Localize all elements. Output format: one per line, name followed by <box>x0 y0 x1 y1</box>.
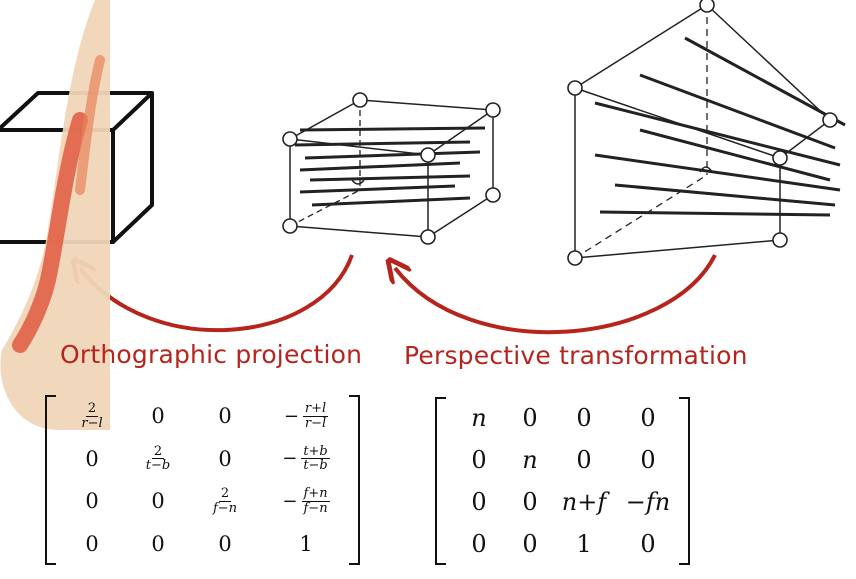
fraction-denominator: f−n <box>212 500 238 516</box>
minus-sign: − <box>282 448 298 470</box>
matrix-bracket-left <box>45 395 56 565</box>
matrix-cell: 0 <box>522 404 537 432</box>
matrix-value: −fn <box>625 488 671 516</box>
matrix-value: 0 <box>151 404 165 429</box>
matrix-cell: 0 <box>471 446 486 474</box>
matrix-cell: 0 <box>218 532 231 556</box>
box-volume-icon <box>282 92 501 245</box>
matrix-value: 0 <box>576 404 592 432</box>
matrix-value: n <box>522 446 538 474</box>
matrix-cell: n+f <box>562 488 606 516</box>
matrix-bracket-right <box>679 397 690 565</box>
matrix-cell: −fn <box>626 488 670 516</box>
matrix-cell: 0 <box>151 532 164 556</box>
fraction-numerator: 2 <box>218 486 232 502</box>
matrix-value: 0 <box>85 446 99 471</box>
matrix-cell: 0 <box>640 404 655 432</box>
perspective-matrix: n 0 0 0 0 n 0 0 0 0 n+f −fn 0 0 1 0 <box>435 397 690 565</box>
fraction-denominator: f−n <box>303 500 328 516</box>
matrix-value: 0 <box>218 446 232 471</box>
perspective-transformation-label: Perspective transformation <box>404 341 748 370</box>
fraction-numerator: t+b <box>301 443 330 460</box>
matrix-value: 0 <box>576 446 592 474</box>
matrix-cell: 1 <box>299 532 312 556</box>
matrix-value: 1 <box>576 530 592 558</box>
fraction-numerator: f+n <box>301 486 330 502</box>
fraction-denominator: t−b <box>145 458 171 474</box>
matrix-value: 0 <box>85 531 99 556</box>
frustum-icon <box>567 0 846 266</box>
matrix-value: n+f <box>561 488 607 516</box>
matrix-value: 0 <box>151 489 165 514</box>
fraction-numerator: r+l <box>302 401 329 417</box>
matrix-value: 0 <box>471 530 487 558</box>
matrix-cell: 0 <box>471 488 486 516</box>
matrix-cell: 0 <box>85 489 98 513</box>
matrix-value: 0 <box>471 488 487 516</box>
matrix-value: 0 <box>471 446 487 474</box>
matrix-bracket-right <box>349 395 360 565</box>
matrix-value: 1 <box>299 531 313 556</box>
matrix-cell: n <box>522 446 537 474</box>
matrix-cell: 0 <box>151 404 164 428</box>
presenter-hand <box>0 0 110 430</box>
matrix-value: 0 <box>640 530 656 558</box>
matrix-cell: 0 <box>151 489 164 513</box>
matrix-cell: 0 <box>640 530 655 558</box>
minus-sign: − <box>282 490 298 512</box>
matrix-cell: 0 <box>576 404 591 432</box>
matrix-cell: 0 <box>576 446 591 474</box>
fraction-denominator: t−b <box>303 458 328 474</box>
matrix-cell: 1 <box>576 530 591 558</box>
fraction-denominator: r−l <box>304 415 327 431</box>
fraction-numerator: 2 <box>85 401 99 417</box>
fraction-numerator: 2 <box>151 443 165 460</box>
matrix-value: 0 <box>522 530 538 558</box>
matrix-value: 0 <box>85 489 99 514</box>
curved-arrow-icon <box>80 255 354 333</box>
fraction-denominator: r−l <box>81 415 103 431</box>
matrix-cell: 0 <box>218 404 231 428</box>
matrix-cell: 0 <box>85 447 98 471</box>
matrix-cell: 0 <box>640 446 655 474</box>
matrix-value: 0 <box>522 488 538 516</box>
matrix-cell: 0 <box>471 530 486 558</box>
matrix-cell: 0 <box>85 532 98 556</box>
matrix-value: 0 <box>640 446 656 474</box>
matrix-cell: n <box>471 404 486 432</box>
orthographic-projection-label: Orthographic projection <box>60 340 363 369</box>
matrix-bracket-left <box>435 397 446 565</box>
matrix-value: 0 <box>522 404 538 432</box>
matrix-cell: 0 <box>522 530 537 558</box>
matrix-value: 0 <box>218 404 232 429</box>
matrix-value: n <box>471 404 487 432</box>
matrix-value: 0 <box>640 404 656 432</box>
curved-arrow-icon <box>395 254 717 335</box>
minus-sign: − <box>283 405 299 427</box>
matrix-value: 0 <box>218 531 232 556</box>
matrix-cell: 0 <box>522 488 537 516</box>
matrix-cell: 0 <box>218 447 231 471</box>
matrix-value: 0 <box>151 531 165 556</box>
